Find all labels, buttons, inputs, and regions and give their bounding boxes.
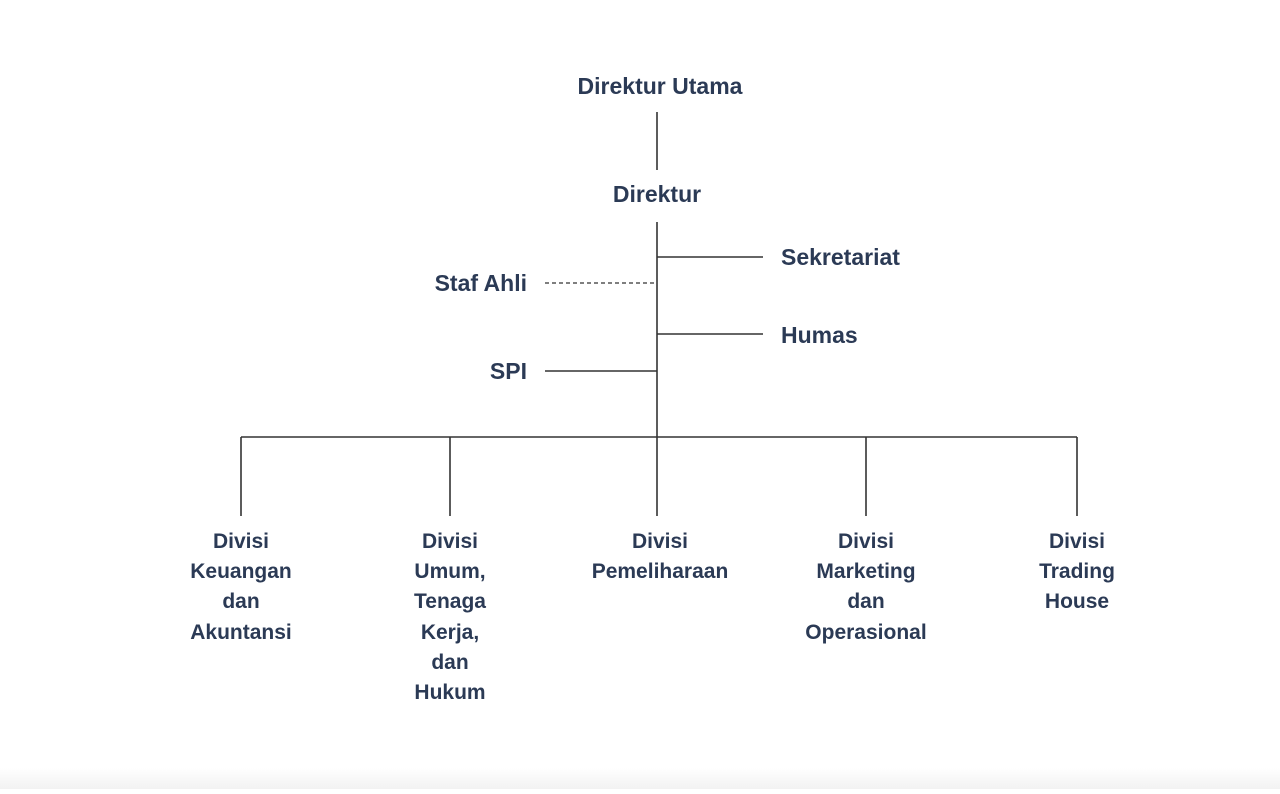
division-marketing: Divisi Marketing dan Operasional xyxy=(781,527,951,648)
division-line: Kerja, xyxy=(420,620,480,644)
direktur-utama-label: Direktur Utama xyxy=(577,73,743,99)
direktur-label: Direktur xyxy=(612,181,702,207)
division-line: Trading xyxy=(1039,560,1115,584)
division-line: Marketing xyxy=(816,560,916,584)
division-line: House xyxy=(1044,590,1110,614)
division-line: Akuntansi xyxy=(190,620,292,644)
humas-label: Humas xyxy=(781,322,858,348)
division-trading: Divisi Trading House xyxy=(992,527,1162,618)
division-line: Divisi xyxy=(837,530,895,553)
division-umum: Divisi Umum, Tenaga Kerja, dan Hukum xyxy=(365,527,535,708)
division-line: Divisi xyxy=(631,530,689,553)
spi-label: SPI xyxy=(489,358,527,384)
division-line: dan xyxy=(222,590,260,614)
division-line: dan xyxy=(431,650,469,674)
division-line: Divisi xyxy=(1048,530,1106,553)
staf-ahli-label: Staf Ahli xyxy=(434,270,527,296)
division-line: Divisi xyxy=(421,530,479,553)
sekretariat-label: Sekretariat xyxy=(781,244,900,270)
division-line: Hukum xyxy=(414,681,486,705)
division-pemeliharaan: Divisi Pemeliharaan xyxy=(575,527,745,587)
bottom-shadow-band xyxy=(0,768,1280,789)
division-line: Divisi xyxy=(212,530,270,553)
division-keuangan: Divisi Keuangan dan Akuntansi xyxy=(156,527,326,648)
division-line: Pemeliharaan xyxy=(591,560,729,584)
division-line: Keuangan xyxy=(190,560,292,584)
division-line: Operasional xyxy=(805,620,927,644)
division-line: Umum, xyxy=(414,560,486,584)
division-line: Tenaga xyxy=(414,590,486,614)
division-line: dan xyxy=(847,590,885,614)
